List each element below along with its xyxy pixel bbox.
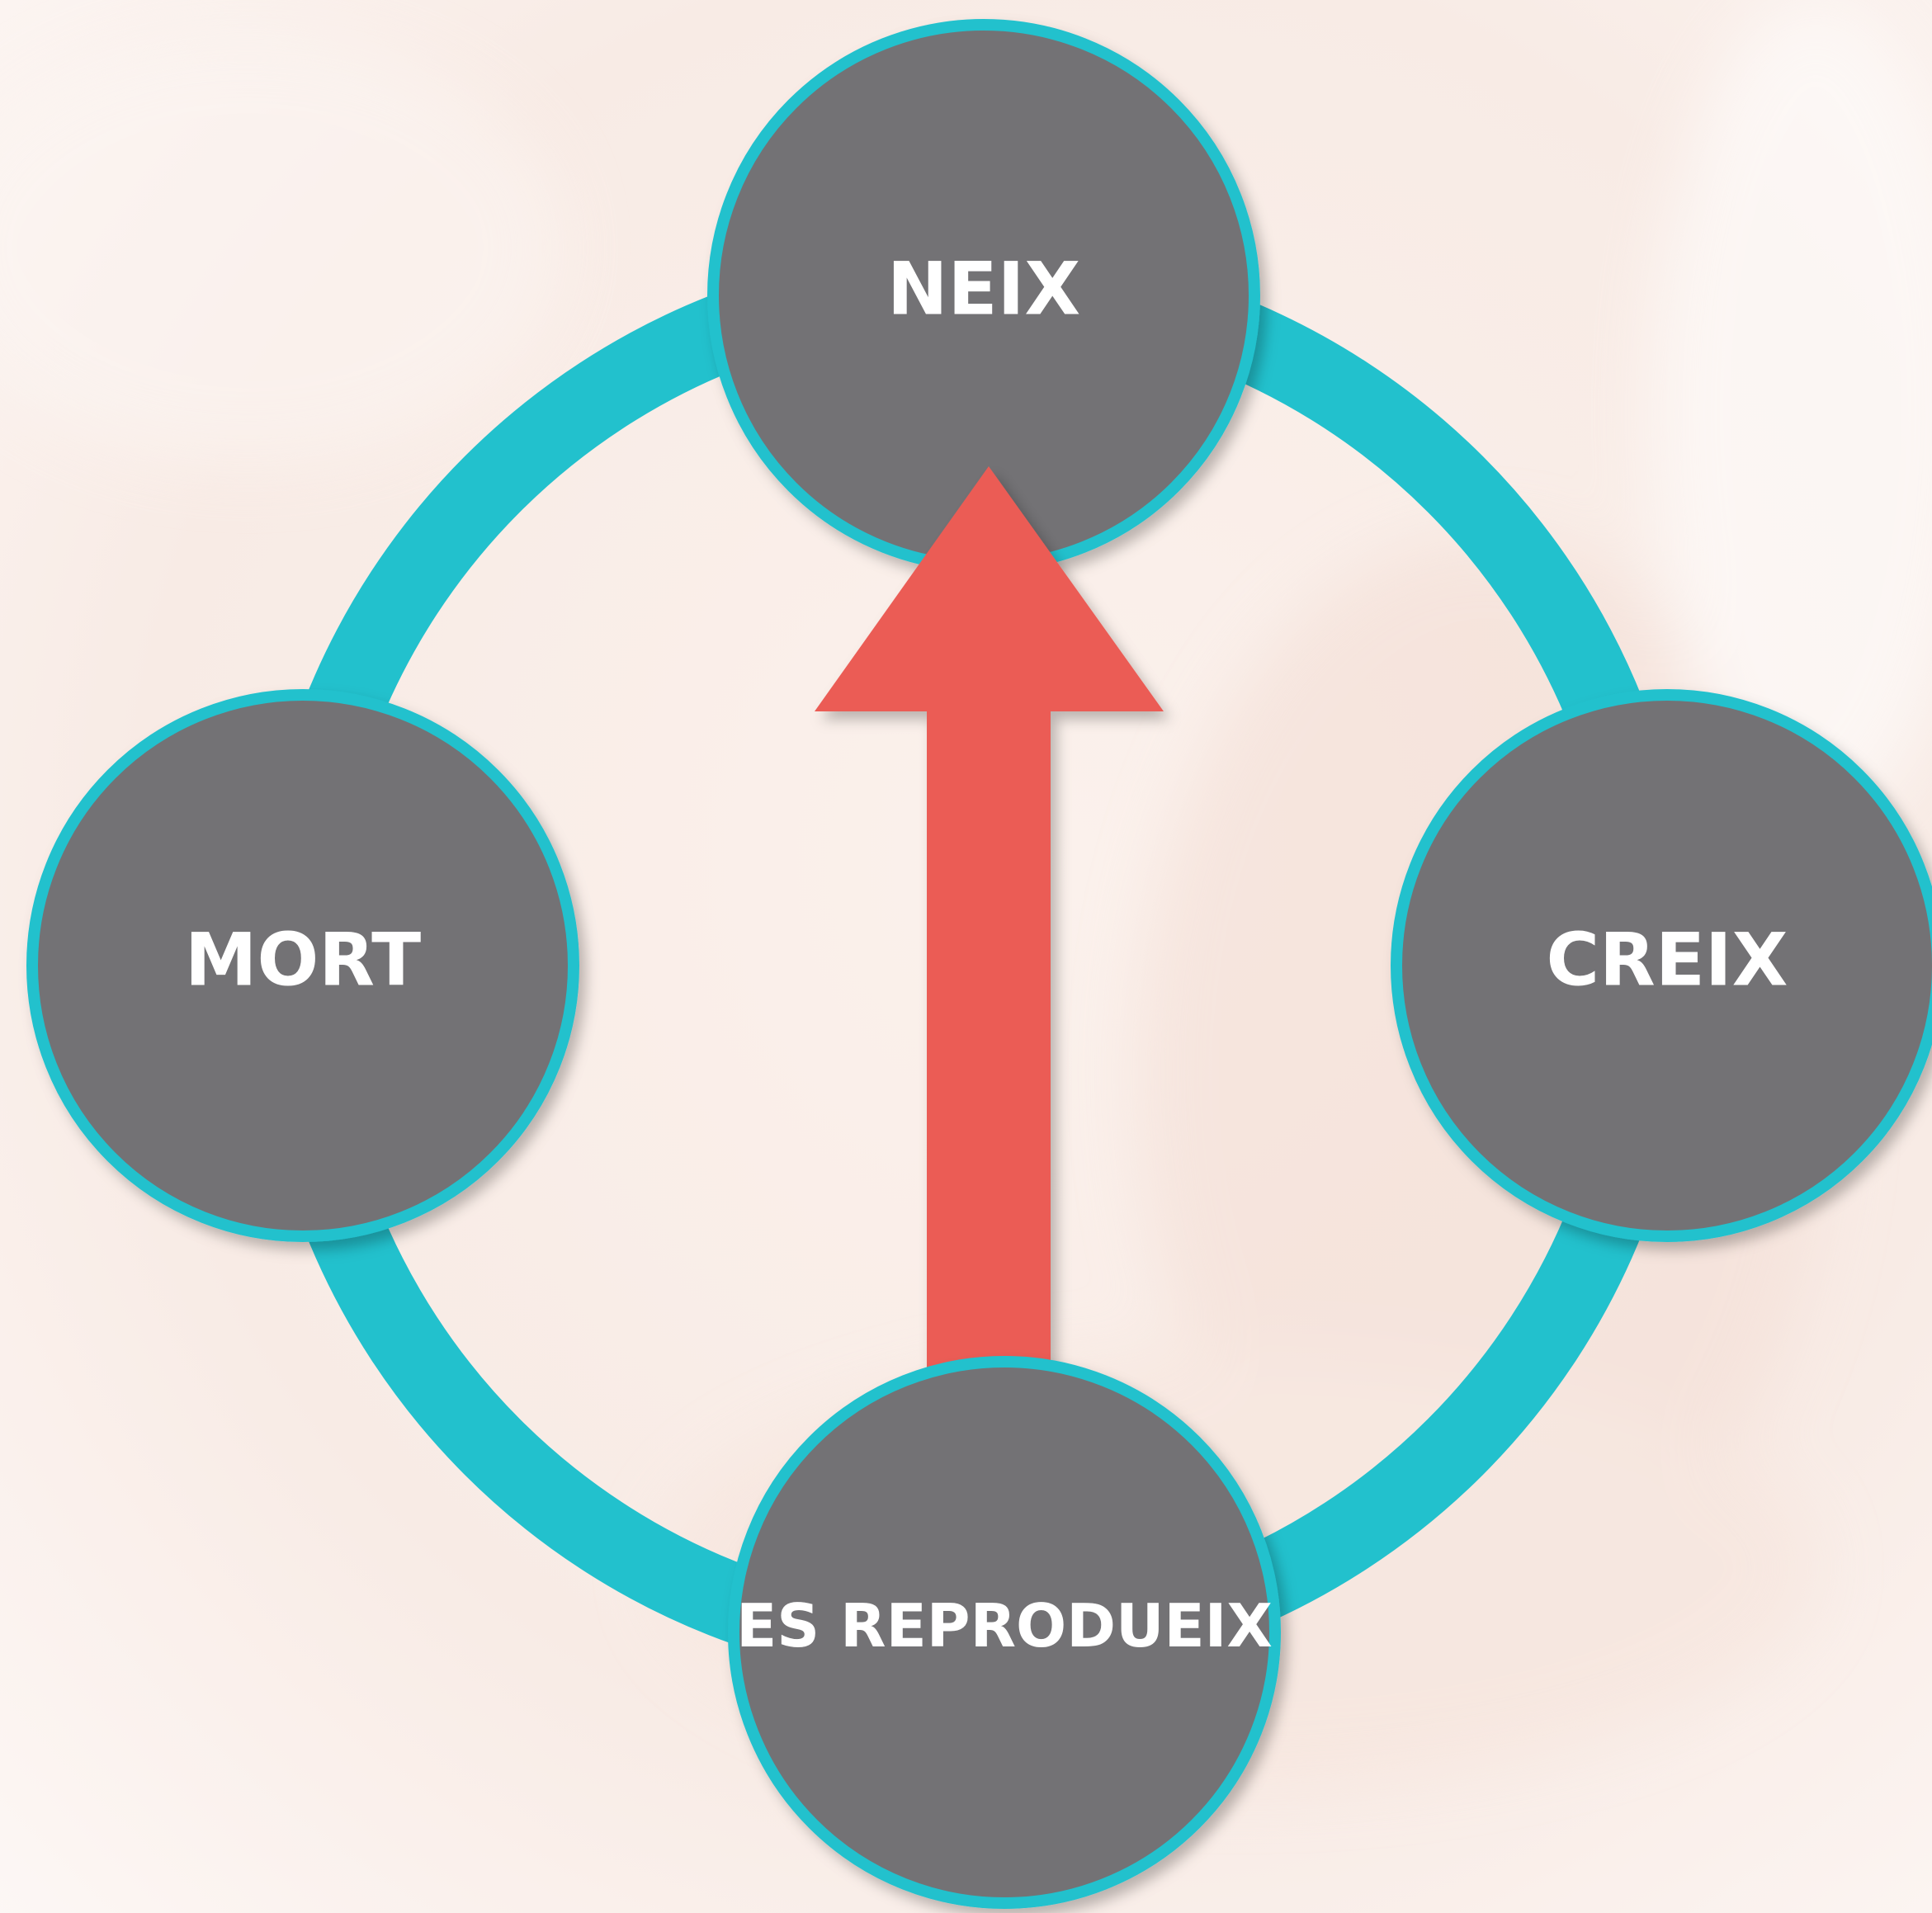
node-reprodueix <box>728 1356 1281 1909</box>
node-mort-label: MORT <box>185 918 421 1003</box>
node-neix-label: NEIX <box>887 247 1080 332</box>
node-reprodueix-circle <box>728 1356 1281 1909</box>
arrow-shaft <box>927 711 1051 1405</box>
node-reprodueix-label: ES REPRODUEIX <box>736 1591 1273 1660</box>
arrow-head <box>815 466 1164 711</box>
node-creix-label: CREIX <box>1546 918 1788 1003</box>
node-mort <box>26 689 579 1242</box>
arrow-reprodueix-to-neix <box>815 466 1164 1405</box>
node-creix <box>1391 689 1932 1242</box>
node-creix-circle <box>1391 689 1932 1242</box>
node-mort-circle <box>26 689 579 1242</box>
